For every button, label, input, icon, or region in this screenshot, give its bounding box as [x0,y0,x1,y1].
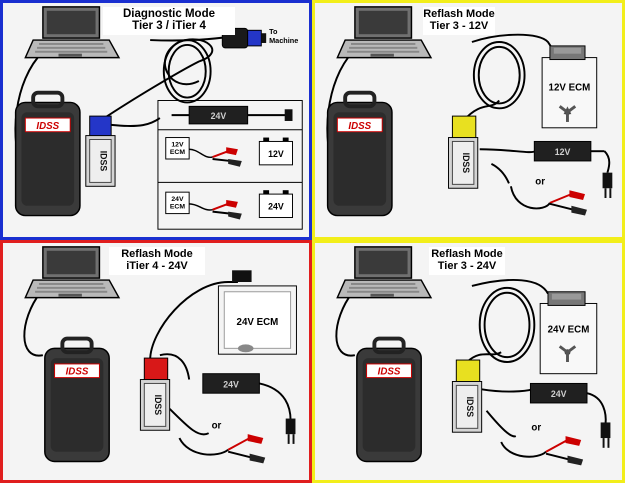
panel-title-line1: Diagnostic Mode [122,8,215,20]
interface-box-icon: IDSS [451,359,483,433]
idss-case-icon: IDSS [356,336,422,463]
or-label: or [212,420,222,431]
svg-text:IDSS: IDSS [461,153,471,174]
panel-title-line1: Reflash Mode [121,248,193,260]
brand-logo: IDSS [36,121,59,132]
panel-4-illustration: 24V ECM IDSS IDSS 24V or [335,246,611,466]
panel-title: Diagnostic Mode Tier 3 / iTier 4 [103,7,235,35]
idss-case-icon: IDSS [14,90,81,217]
laptop-icon [24,246,121,299]
panel-reflash-tier3-24v: 24V ECM IDSS IDSS 24V or [312,240,625,483]
alligator-clips-icon [509,186,587,216]
alligator-clips-icon [178,434,266,464]
plug-icon [285,418,296,435]
laptop-icon [24,6,121,59]
ecm-module-icon [539,291,598,375]
or-label: or [535,176,545,187]
panel-title-line2: Tier 3 - 24V [437,260,497,272]
svg-text:IDSS: IDSS [465,397,475,418]
ecm-module-icon [541,45,598,129]
battery-12v-label: 12V [268,149,284,159]
adapter-label: 24V [223,379,239,389]
idss-case-icon: IDSS [44,336,110,463]
brand-logo: IDSS [378,367,401,378]
laptop-icon [336,246,433,299]
svg-text:IDSS: IDSS [153,395,163,416]
interface-box-icon: IDSS [85,115,116,187]
brand-logo: IDSS [348,121,371,132]
ecm-label: 12V ECM [549,83,591,94]
panel-title-line1: Reflash Mode [423,8,495,20]
or-label: or [531,422,541,433]
panel-reflash-itier4-24v: 24V ECM IDSS IDSS 24V or [0,240,312,483]
adapter-label: 12V [555,147,571,157]
panel-2-illustration: 12V ECM IDSS IDSS 12V or [326,6,613,217]
panel-title: Reflash Mode Tier 3 - 24V [429,247,505,275]
plug-icon [602,172,613,189]
panel-title-line2: Tier 3 - 12V [429,20,489,32]
plug-icon [600,422,611,439]
svg-text:IDSS: IDSS [98,151,108,172]
interface-box-icon: IDSS [448,115,479,189]
adapter-label: 24V [551,389,567,399]
interface-box-icon: IDSS [139,357,171,431]
panel-title: Reflash Mode Tier 3 - 12V [423,7,495,35]
ecm-label: 24V ECM [237,317,279,328]
brand-logo: IDSS [66,367,89,378]
panel-reflash-tier3-12v: 12V ECM IDSS IDSS 12V or [312,0,625,240]
panel-title-line2: Tier 3 / iTier 4 [132,20,206,32]
ecm-module-icon [217,270,297,355]
battery-24v-label: 24V [268,202,284,212]
alligator-clips-icon [500,436,584,466]
panel-title-line2: iTier 4 - 24V [126,260,188,272]
adapter-24v-label: 24V [211,111,227,121]
panel-3-illustration: 24V ECM IDSS IDSS 24V or [23,246,297,464]
panel-title: Reflash Mode iTier 4 - 24V [109,247,205,275]
idss-case-icon: IDSS [326,90,393,217]
laptop-icon [336,6,433,59]
panel-title-line1: Reflash Mode [431,248,503,260]
ecm-label: 24V ECM [548,325,590,336]
